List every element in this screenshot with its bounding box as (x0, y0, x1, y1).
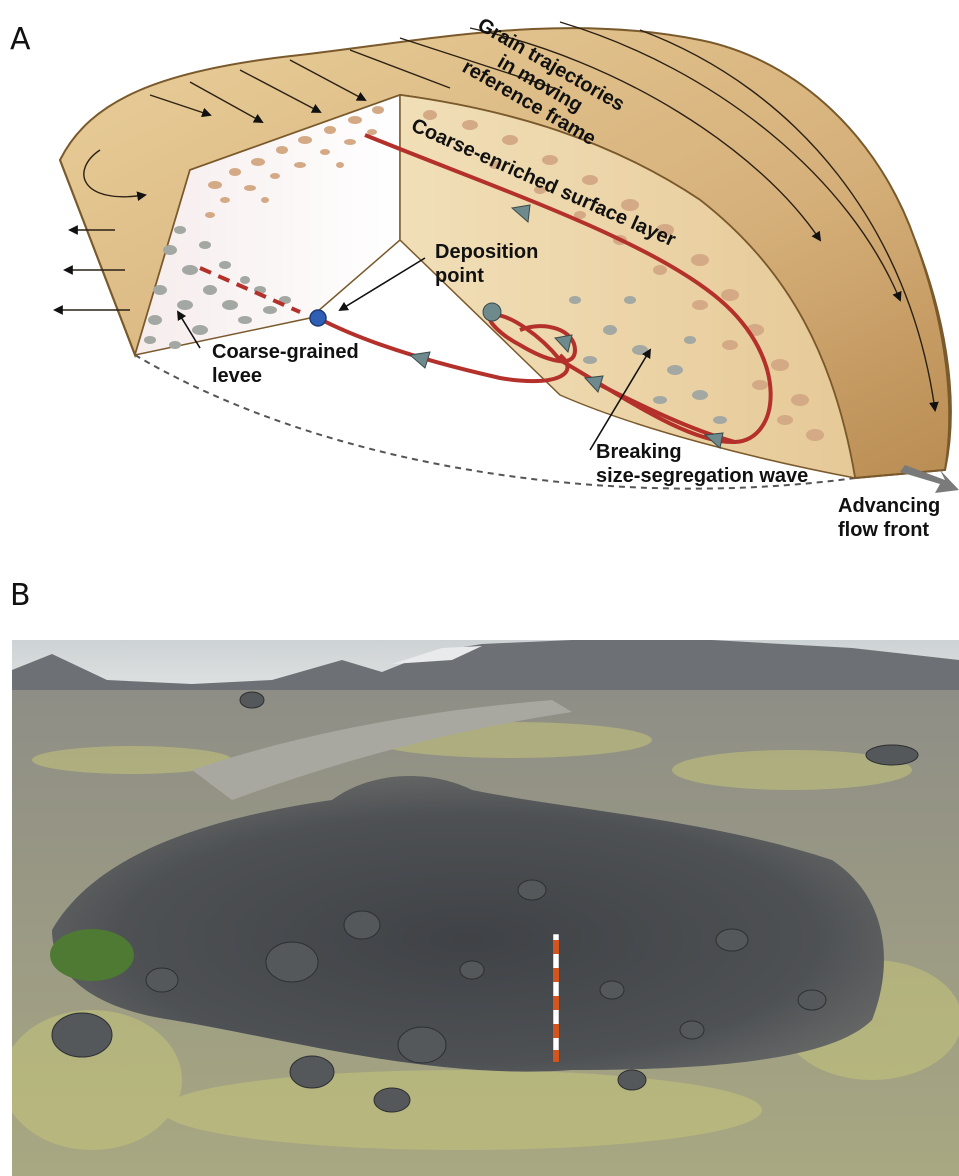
mountains (12, 640, 959, 700)
label-deposition-line1: Deposition (435, 241, 538, 263)
scale-rod (552, 933, 560, 1063)
base-outline (134, 354, 856, 490)
label-front-line1: Advancing (838, 495, 940, 517)
label-front-line2: flow front (838, 519, 929, 541)
panel-a-label: A (10, 22, 31, 57)
coarse-grains-back (205, 106, 384, 218)
panel-b-label: B (10, 578, 31, 613)
label-levee-line2: levee (212, 365, 262, 387)
levee-channel (192, 700, 572, 800)
advancing-arrow (900, 465, 959, 493)
label-wave-line2: size-segregation wave (596, 465, 808, 487)
deposition-point-marker (309, 309, 327, 327)
levee-cross-section (133, 93, 401, 356)
label-wave-line1: Breaking (596, 441, 682, 463)
label-deposition-line2: point (435, 265, 484, 287)
cutaway-wall (399, 94, 856, 479)
coarse-grains-surface (423, 110, 824, 441)
boulder-levee (52, 776, 884, 1072)
gray-grains-cutaway (569, 296, 727, 424)
snow-patch (392, 646, 482, 664)
gray-grains-levee (144, 226, 291, 349)
label-levee-line1: Coarse-grained (212, 341, 359, 363)
field-photograph (12, 640, 959, 1176)
grain-markers (408, 204, 724, 449)
flow-front-diagram: Grain trajectories in moving reference f… (53, 14, 959, 541)
leader-arrows (176, 257, 651, 451)
boulders (51, 691, 919, 1113)
top-trajectories (53, 21, 939, 412)
shrub (50, 929, 134, 981)
